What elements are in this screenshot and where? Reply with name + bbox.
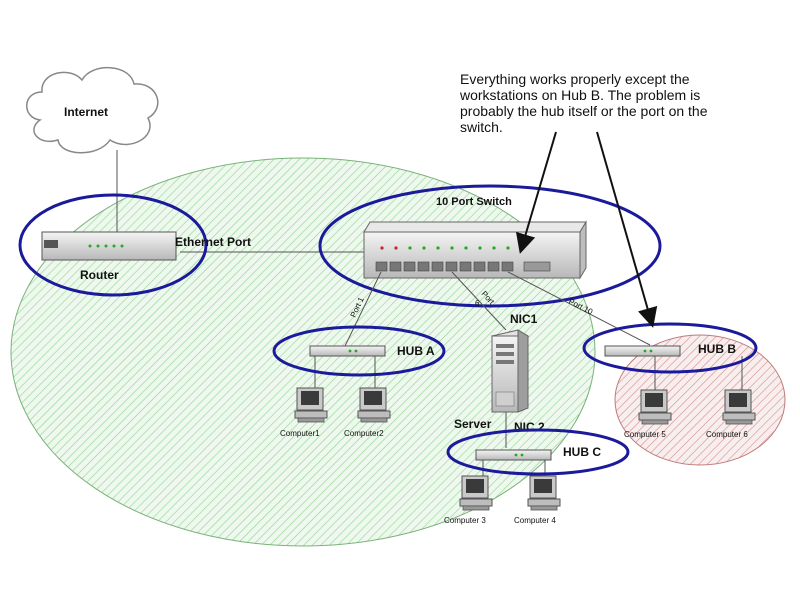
annotation-arrow-to-switch (515, 131, 557, 254)
port6-label-b: 6 (475, 299, 480, 308)
router-label: Router (80, 268, 119, 282)
hub-a-label: HUB A (397, 344, 435, 358)
ethernet-port-label: Ethernet Port (175, 235, 251, 249)
port10-link (507, 271, 651, 346)
router-icon (41, 231, 177, 261)
router-highlight-ring (18, 193, 208, 297)
computer5-icon (638, 389, 672, 425)
switch-highlight-ring (318, 184, 662, 308)
switch-label: 10 Port Switch (436, 196, 512, 208)
computer3-icon (459, 475, 493, 511)
computer2-label: Computer2 (344, 429, 384, 438)
computer2-icon (357, 387, 391, 423)
computer4-icon (527, 475, 561, 511)
hub-b-icon (604, 345, 681, 357)
switch-ports (375, 261, 551, 272)
switch-icon (363, 220, 587, 280)
server-label: Server (454, 417, 492, 431)
nic1-label: NIC1 (510, 312, 538, 326)
hub-c-highlight-ring (446, 428, 630, 476)
hub-b-label: HUB B (698, 342, 736, 356)
computer3-label: Computer 3 (444, 516, 486, 525)
computer6-icon (722, 389, 756, 425)
hub-c-icon (475, 449, 552, 461)
computer4-label: Computer 4 (514, 516, 556, 525)
computer1-label: Computer1 (280, 429, 320, 438)
switch-port-leds (380, 246, 510, 250)
internet-cloud-icon (26, 66, 159, 154)
port6-link (451, 271, 507, 331)
annotation-arrow-to-hub-b (596, 131, 658, 328)
hub-a-icon (309, 345, 386, 357)
computer1-icon (294, 387, 328, 423)
hub-a-highlight-ring (272, 325, 446, 377)
computer6-label: Computer 6 (706, 430, 748, 439)
hub-c-label: HUB C (563, 445, 601, 459)
internet-label: Internet (64, 105, 108, 119)
port1-link (344, 271, 382, 347)
server-icon (490, 329, 530, 413)
computer5-label: Computer 5 (624, 430, 666, 439)
annotation-note: Everything works properly except the wor… (460, 71, 708, 135)
hub-b-highlight-ring (582, 322, 758, 374)
